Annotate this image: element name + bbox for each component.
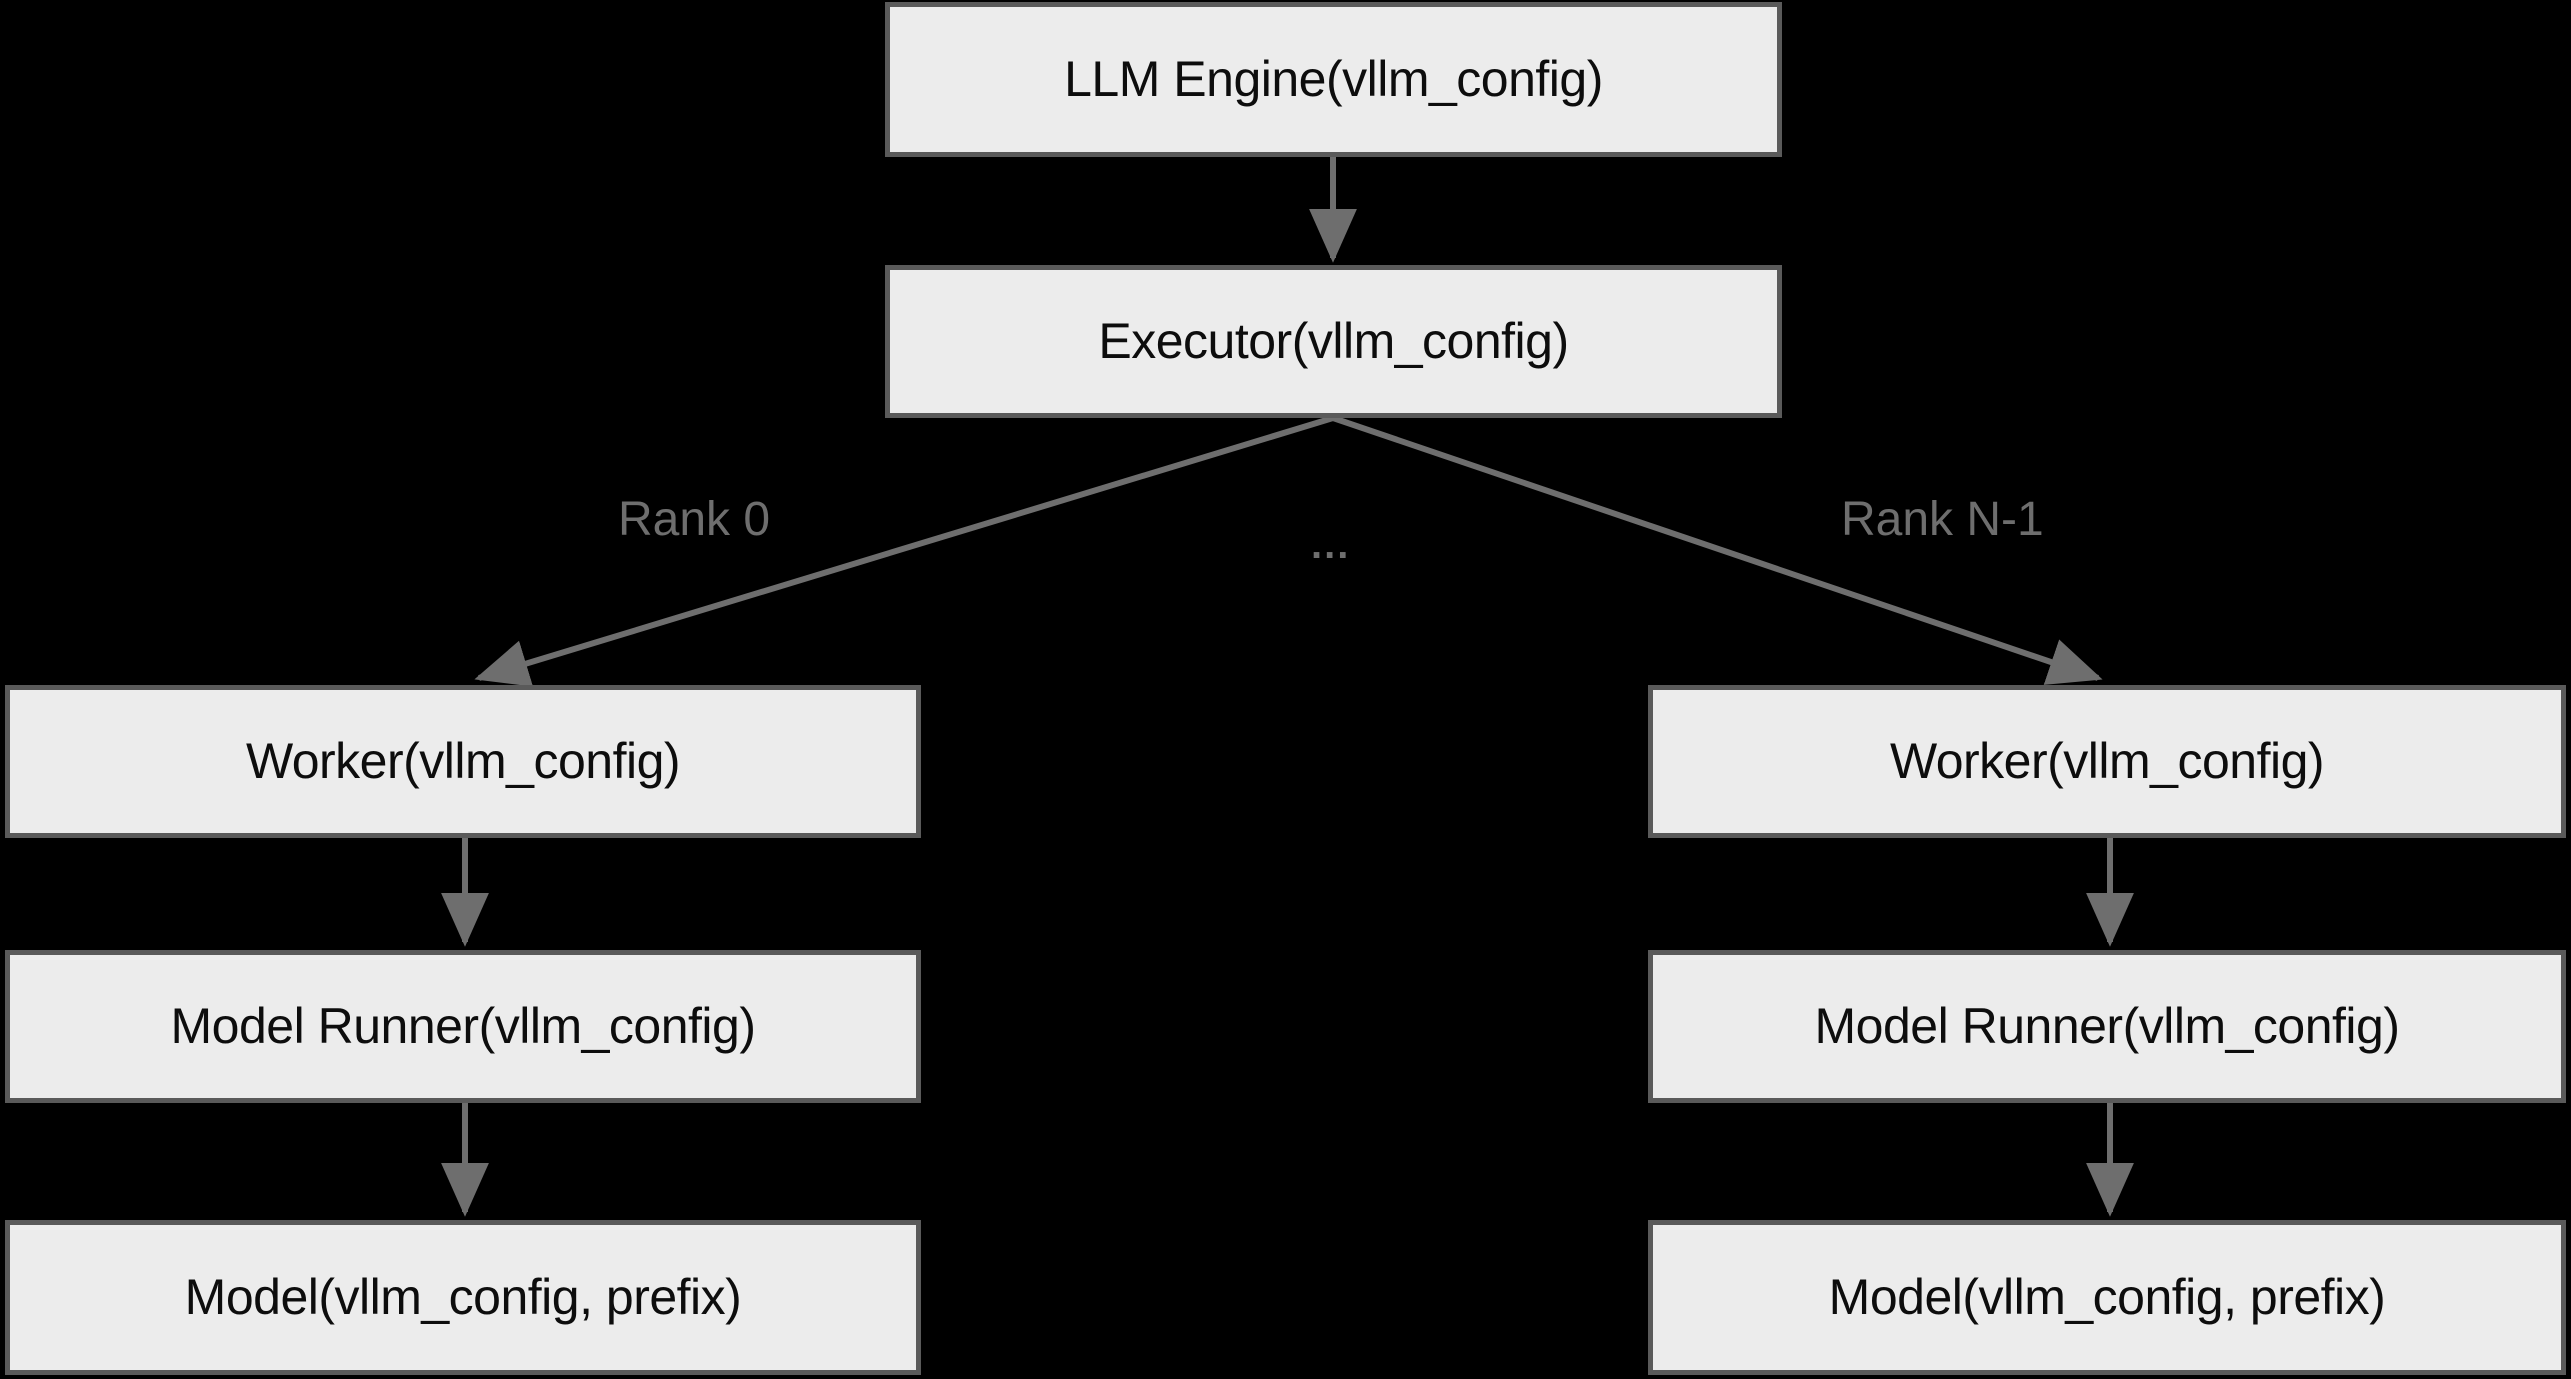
node-model-runner-rank0[interactable]: Model Runner(vllm_config) [5, 950, 921, 1103]
node-worker-rank0-label: Worker(vllm_config) [245, 733, 681, 789]
node-model-runner-rankn-label: Model Runner(vllm_config) [1814, 998, 2400, 1054]
node-model-runner-rank0-label: Model Runner(vllm_config) [170, 998, 756, 1054]
node-worker-rankn-label: Worker(vllm_config) [1889, 733, 2325, 789]
node-llm-engine[interactable]: LLM Engine(vllm_config) [885, 2, 1782, 157]
node-model-rankn-label: Model(vllm_config, prefix) [1828, 1269, 2386, 1325]
node-executor[interactable]: Executor(vllm_config) [885, 265, 1782, 418]
edge-label-ellipsis: ... [1311, 523, 1351, 567]
node-model-rank0[interactable]: Model(vllm_config, prefix) [5, 1220, 921, 1375]
node-worker-rank0[interactable]: Worker(vllm_config) [5, 685, 921, 838]
node-model-runner-rankn[interactable]: Model Runner(vllm_config) [1648, 950, 2566, 1103]
node-model-rank0-label: Model(vllm_config, prefix) [184, 1269, 742, 1325]
edge-executor-worker-rankn [1332, 415, 2103, 685]
edge-label-rank-0: Rank 0 [618, 493, 771, 546]
edge-label-rank-n-1: Rank N-1 [1841, 493, 2044, 546]
node-llm-engine-label: LLM Engine(vllm_config) [1064, 51, 1603, 107]
node-worker-rankn[interactable]: Worker(vllm_config) [1648, 685, 2566, 838]
edge-executor-worker-rank0 [474, 415, 1334, 687]
node-executor-label: Executor(vllm_config) [1098, 313, 1569, 369]
node-model-rankn[interactable]: Model(vllm_config, prefix) [1648, 1220, 2566, 1375]
